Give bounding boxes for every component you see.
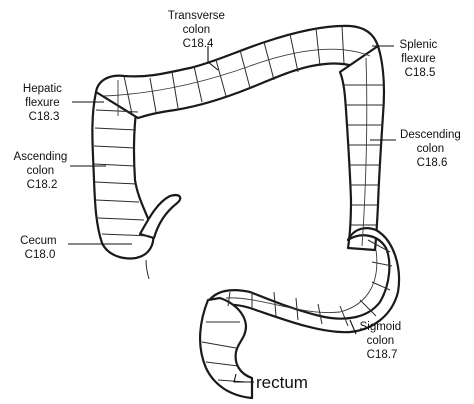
splenic-flexure-label: Splenic flexure C18.5 bbox=[400, 39, 441, 79]
transverse-colon bbox=[94, 24, 380, 120]
ascending-colon-label: Ascending colon C18.2 bbox=[14, 151, 71, 191]
cecum-label: Cecum C18.0 bbox=[20, 235, 60, 261]
rectum-label: rectum bbox=[256, 373, 308, 392]
labels: Transverse colon C18.4 Splenic flexure C… bbox=[14, 10, 464, 392]
colon-illustration bbox=[91, 24, 401, 400]
transverse-colon-label: Transverse colon C18.4 bbox=[168, 10, 228, 50]
haustra-lines bbox=[93, 25, 393, 383]
leader-rectum bbox=[233, 373, 254, 383]
hepatic-flexure-label: Hepatic flexure C18.3 bbox=[23, 83, 65, 123]
leader-lines bbox=[68, 45, 396, 383]
descending-colon bbox=[338, 44, 386, 252]
sigmoid-colon-label: Sigmoid colon C18.7 bbox=[360, 321, 405, 361]
descending-colon-label: Descending colon C18.6 bbox=[400, 129, 464, 169]
appendix bbox=[138, 194, 182, 240]
appendix-tail bbox=[145, 259, 150, 280]
leader-transverse bbox=[207, 46, 219, 71]
ascending-colon bbox=[91, 90, 155, 260]
leader-sigmoid bbox=[349, 319, 357, 335]
rectum-shape bbox=[198, 296, 254, 400]
